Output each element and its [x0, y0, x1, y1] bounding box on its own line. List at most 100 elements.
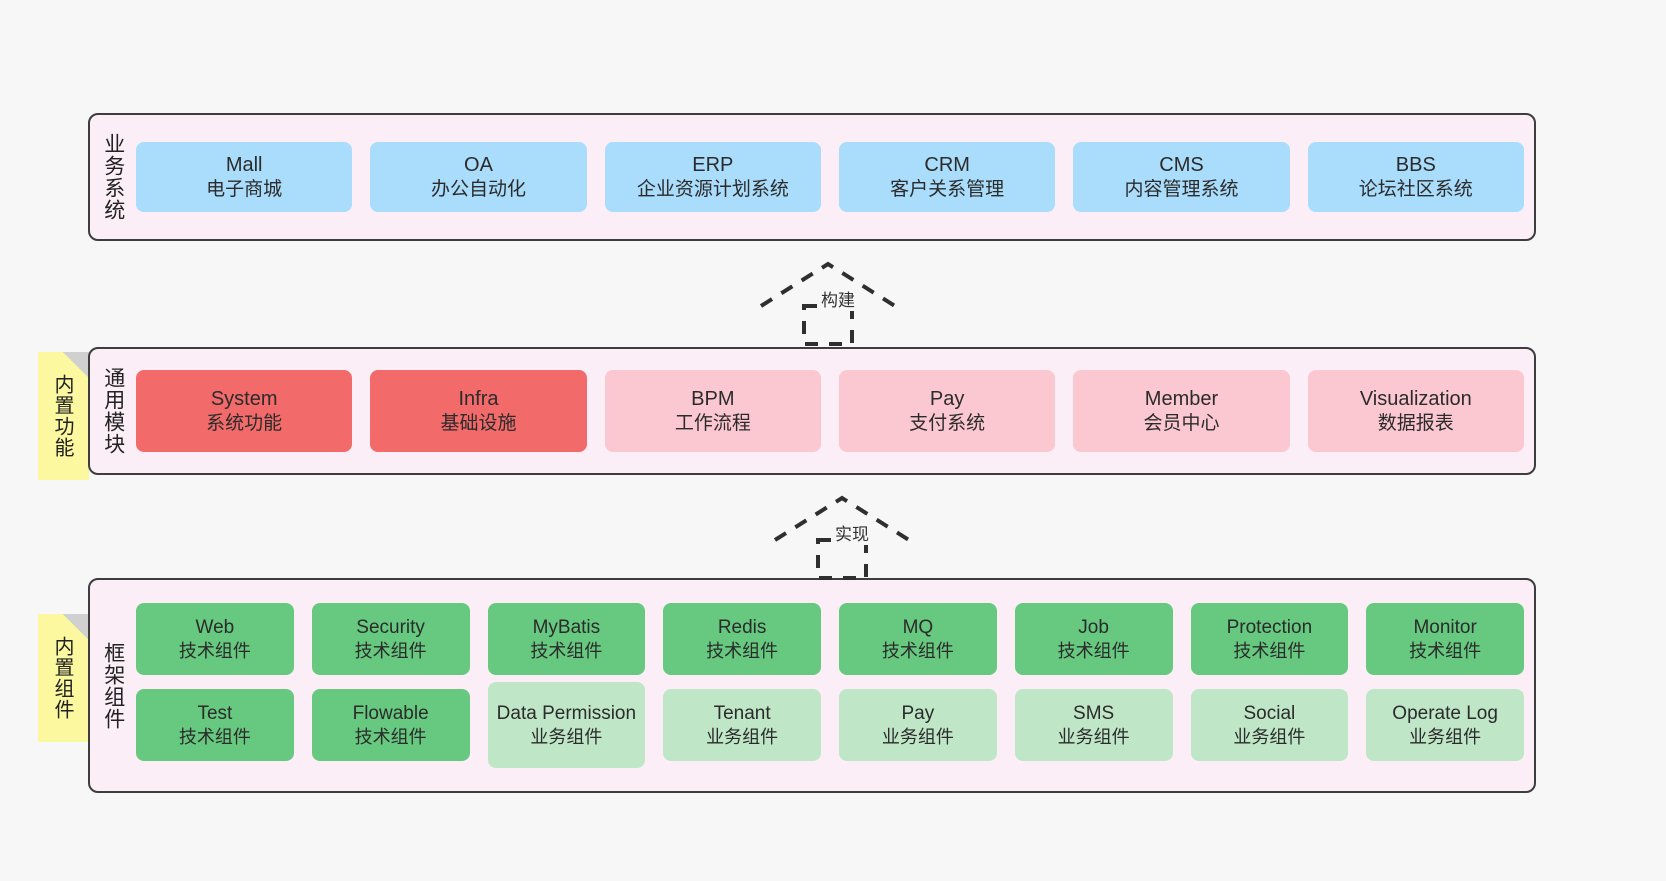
card-flowable[interactable]: Flowable 技术组件 — [311, 689, 470, 761]
card-job[interactable]: Job 技术组件 — [1014, 603, 1173, 675]
card-title: Visualization — [1359, 387, 1472, 410]
card-infra[interactable]: Infra 基础设施 — [370, 370, 587, 452]
card-mall[interactable]: Mall 电子商城 — [136, 142, 353, 212]
card-title: Monitor — [1413, 616, 1477, 638]
card-tenant[interactable]: Tenant 业务组件 — [663, 689, 821, 761]
layer-business-system: 业务系统 Mall 电子商城 OA 办公自动化 ERP 企业资源计划系统 — [88, 113, 1536, 241]
card-title: Operate Log — [1392, 702, 1498, 724]
card-title: BBS — [1395, 153, 1436, 176]
sticky-note-builtin-features: 内置功能 — [38, 352, 89, 480]
card-social[interactable]: Social 业务组件 — [1190, 689, 1349, 761]
card-subtitle: 技术组件 — [1409, 640, 1482, 661]
card-subtitle: 系统功能 — [206, 412, 283, 434]
card-title: SMS — [1073, 702, 1115, 724]
card-subtitle: 技术组件 — [1057, 640, 1130, 661]
card-title: Pay — [929, 387, 965, 410]
card-title: Job — [1078, 616, 1109, 638]
card-subtitle: 会员中心 — [1143, 412, 1220, 434]
card-visualization[interactable]: Visualization 数据报表 — [1307, 370, 1524, 452]
card-monitor[interactable]: Monitor 技术组件 — [1366, 603, 1524, 675]
card-subtitle: 企业资源计划系统 — [636, 178, 789, 200]
card-protection[interactable]: Protection 技术组件 — [1190, 603, 1349, 675]
card-subtitle: 基础设施 — [440, 412, 517, 434]
connector-build-label: 构建 — [818, 286, 858, 311]
card-system[interactable]: System 系统功能 — [136, 370, 353, 452]
card-test[interactable]: Test 技术组件 — [136, 689, 294, 761]
card-web[interactable]: Web 技术组件 — [136, 603, 294, 675]
connector-implement: 实现 — [770, 492, 920, 584]
card-subtitle: 技术组件 — [530, 640, 603, 661]
card-pay-business[interactable]: Pay 业务组件 — [839, 689, 997, 761]
note-fold-corner — [63, 352, 89, 378]
card-pay[interactable]: Pay 支付系统 — [838, 370, 1056, 452]
card-title: CRM — [924, 153, 970, 176]
card-title: Tenant — [713, 702, 771, 724]
card-subtitle: 数据报表 — [1377, 412, 1454, 434]
layer-title-framework-component: 框架组件 — [101, 641, 125, 730]
card-subtitle: 业务组件 — [706, 726, 779, 747]
card-member[interactable]: Member 会员中心 — [1073, 370, 1290, 452]
card-subtitle: 技术组件 — [354, 640, 427, 661]
card-subtitle: 业务组件 — [1057, 726, 1130, 747]
card-row: Test 技术组件 Flowable 技术组件 Data Permission … — [136, 682, 1524, 768]
card-title: Pay — [901, 702, 935, 724]
generalization-arrowhead — [759, 261, 897, 308]
card-mq[interactable]: MQ 技术组件 — [839, 603, 997, 675]
card-title: ERP — [692, 153, 734, 176]
card-subtitle: 技术组件 — [706, 640, 779, 661]
card-oa[interactable]: OA 办公自动化 — [370, 142, 587, 212]
card-data-permission[interactable]: Data Permission 业务组件 — [487, 682, 646, 768]
layer-body-common-module: System 系统功能 Infra 基础设施 BPM 工作流程 Pay 支付系统 — [136, 349, 1534, 473]
card-title: OA — [464, 153, 493, 176]
layer-title-common-module: 通用模块 — [101, 367, 125, 455]
card-subtitle: 业务组件 — [881, 726, 954, 747]
card-row: Web 技术组件 Security 技术组件 MyBatis 技术组件 Redi… — [136, 603, 1524, 675]
card-title: Flowable — [352, 702, 429, 724]
card-operate-log[interactable]: Operate Log 业务组件 — [1366, 689, 1524, 761]
card-title: Data Permission — [496, 702, 637, 724]
card-row: System 系统功能 Infra 基础设施 BPM 工作流程 Pay 支付系统 — [136, 370, 1524, 452]
card-title: Protection — [1226, 616, 1313, 638]
sticky-note-label: 内置功能 — [51, 374, 73, 458]
card-title: MyBatis — [532, 616, 601, 638]
card-row: Mall 电子商城 OA 办公自动化 ERP 企业资源计划系统 CRM 客户关系… — [136, 142, 1524, 212]
card-subtitle: 技术组件 — [881, 640, 954, 661]
card-title: Web — [195, 616, 235, 638]
card-title: Security — [356, 616, 425, 638]
card-title: System — [210, 387, 278, 410]
card-title: CMS — [1159, 153, 1204, 176]
connector-build: 构建 — [756, 258, 906, 350]
card-title: Test — [197, 702, 233, 724]
card-redis[interactable]: Redis 技术组件 — [663, 603, 821, 675]
sticky-note-builtin-components: 内置组件 — [38, 614, 89, 742]
card-title: Mall — [225, 153, 263, 176]
card-subtitle: 业务组件 — [1409, 726, 1482, 747]
layer-framework-component: 框架组件 Web 技术组件 Security 技术组件 MyBatis 技术组件 — [88, 578, 1536, 793]
card-mybatis[interactable]: MyBatis 技术组件 — [487, 603, 646, 675]
card-title: Infra — [458, 387, 499, 410]
card-title: Member — [1144, 387, 1219, 410]
layer-title-business-system: 业务系统 — [101, 133, 125, 221]
card-bpm[interactable]: BPM 工作流程 — [604, 370, 821, 452]
layer-body-framework-component: Web 技术组件 Security 技术组件 MyBatis 技术组件 Redi… — [136, 580, 1534, 791]
card-subtitle: 业务组件 — [1233, 726, 1306, 747]
sticky-note-label: 内置组件 — [51, 636, 73, 720]
card-bbs[interactable]: BBS 论坛社区系统 — [1307, 142, 1524, 212]
card-crm[interactable]: CRM 客户关系管理 — [838, 142, 1056, 212]
card-subtitle: 技术组件 — [178, 640, 251, 661]
layer-common-module: 通用模块 System 系统功能 Infra 基础设施 BPM 工作流程 — [88, 347, 1536, 475]
card-subtitle: 客户关系管理 — [890, 178, 1005, 200]
card-subtitle: 内容管理系统 — [1124, 178, 1239, 200]
card-security[interactable]: Security 技术组件 — [311, 603, 470, 675]
card-subtitle: 技术组件 — [354, 726, 427, 747]
card-title: MQ — [902, 616, 934, 638]
connector-shaft — [816, 538, 868, 580]
card-cms[interactable]: CMS 内容管理系统 — [1073, 142, 1290, 212]
card-title: Redis — [717, 616, 767, 638]
generalization-arrowhead — [773, 495, 911, 542]
card-sms[interactable]: SMS 业务组件 — [1014, 689, 1173, 761]
card-title: BPM — [691, 387, 735, 410]
connector-implement-label: 实现 — [832, 520, 872, 545]
card-erp[interactable]: ERP 企业资源计划系统 — [604, 142, 821, 212]
